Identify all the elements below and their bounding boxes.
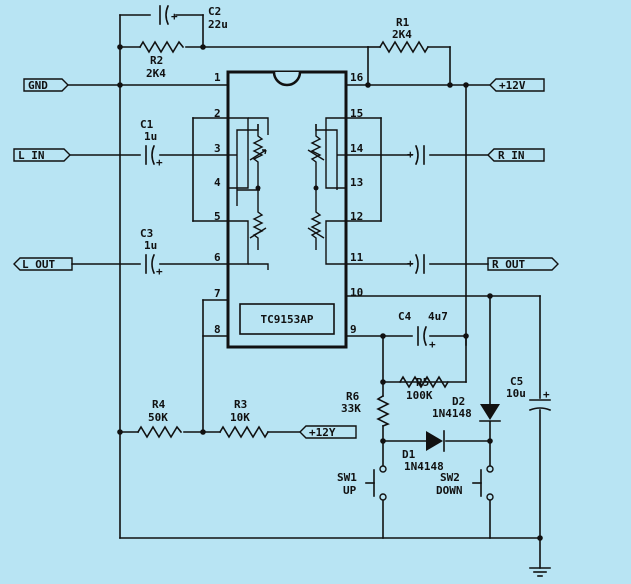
port-l-out: L OUT [13,257,73,271]
c1-value: 1u [144,130,157,143]
port-r-in-label: R IN [498,149,525,162]
c4-value: 4u7 [428,310,448,323]
capacitor-c3: + C3 1u [140,227,163,278]
wiring [67,14,541,569]
capacitor-c5: + C5 10u [506,375,552,412]
resistor-r3: R3 10K [218,398,270,439]
r2-value: 2K4 [146,67,166,80]
pin-2: 2 [214,107,221,120]
ic-pin-numbers: 1 2 3 4 5 6 7 8 9 10 11 12 13 14 15 16 [214,71,364,336]
resistor-r4: R4 50K [136,398,183,439]
d2-ref: D2 [452,395,465,408]
c2-ref: C2 [208,5,221,18]
resistor-r5: R5 100K [398,375,450,402]
d2-value: 1N4148 [432,407,472,420]
c5-ref: C5 [510,375,523,388]
sw2-value: DOWN [436,484,463,497]
pin-9: 9 [350,323,357,336]
r4-value: 50K [148,411,168,424]
capacitor-c4: + C4 4u7 [398,310,448,351]
ic-part-number: TC9153AP [261,313,314,326]
port-r-out: R OUT [487,257,559,271]
pin-13: 13 [350,176,363,189]
svg-text:+: + [407,148,414,161]
port-gnd: GND [23,78,69,92]
svg-text:+: + [156,156,163,169]
resistor-r6: R6 33K [341,390,390,428]
pin-4: 4 [214,176,221,189]
c4-ref: C4 [398,310,412,323]
sw2-ref: SW2 [440,471,460,484]
r1-value: 2K4 [392,28,412,41]
capacitor-c1: + C1 1u [140,118,163,169]
c3-ref: C3 [140,227,153,240]
ground-icon [529,567,551,577]
port-l-in: L IN [13,148,71,162]
pin-10: 10 [350,286,363,299]
svg-text:+: + [407,257,414,270]
svg-text:+: + [429,338,436,351]
r3-value: 10K [230,411,250,424]
pin-6: 6 [214,251,221,264]
resistor-r2: R2 2K4 [138,40,185,80]
pin-1: 1 [214,71,221,84]
c5-value: 10u [506,387,526,400]
pin-15: 15 [350,107,363,120]
pin-8: 8 [214,323,221,336]
port-v-bottom-label: +12Y [309,426,336,439]
d1-value: 1N4148 [404,460,444,473]
c3-value: 1u [144,239,157,252]
port-l-in-label: L IN [18,149,45,162]
port-r-out-label: R OUT [492,258,525,271]
svg-text:+: + [171,10,178,23]
d1-ref: D1 [402,448,416,461]
diode-d1: D1 1N4148 [402,430,445,473]
diode-d2: D2 1N4148 [432,395,501,422]
c1-ref: C1 [140,118,154,131]
r6-ref: R6 [346,390,360,403]
r3-ref: R3 [234,398,247,411]
svg-text:+: + [156,265,163,278]
r4-ref: R4 [152,398,166,411]
port-l-out-label: L OUT [22,258,55,271]
r6-value: 33K [341,402,361,415]
r5-ref: R5 [416,376,429,389]
svg-text:+: + [543,388,550,401]
sw1-value: UP [343,484,357,497]
r5-value: 100K [406,389,433,402]
port-v-top-label: +12V [499,79,526,92]
pin-14: 14 [350,142,364,155]
port-r-in: R IN [487,148,545,162]
port-v-bottom: +12Y [299,425,357,439]
sw1-ref: SW1 [337,471,357,484]
capacitor-c2: + C2 22u [159,4,228,31]
pin-11: 11 [350,251,364,264]
c2-value: 22u [208,18,228,31]
junction-dots [117,44,543,541]
capacitor-r-out: + [407,253,425,275]
r1-ref: R1 [396,16,410,29]
resistor-r1: R1 2K4 [378,16,430,54]
ic-tc9153ap: TC9153AP [226,70,348,349]
port-gnd-label: GND [28,79,48,92]
pin-12: 12 [350,210,363,223]
pin-3: 3 [214,142,221,155]
capacitor-r-in: + [407,144,425,166]
r2-ref: R2 [150,54,163,67]
switch-sw1: SW1 UP [337,465,387,501]
pin-5: 5 [214,210,221,223]
pin-7: 7 [214,287,221,300]
port-v-top: +12V [489,78,545,92]
switch-sw2: SW2 DOWN [436,465,494,501]
pin-16: 16 [350,71,364,84]
